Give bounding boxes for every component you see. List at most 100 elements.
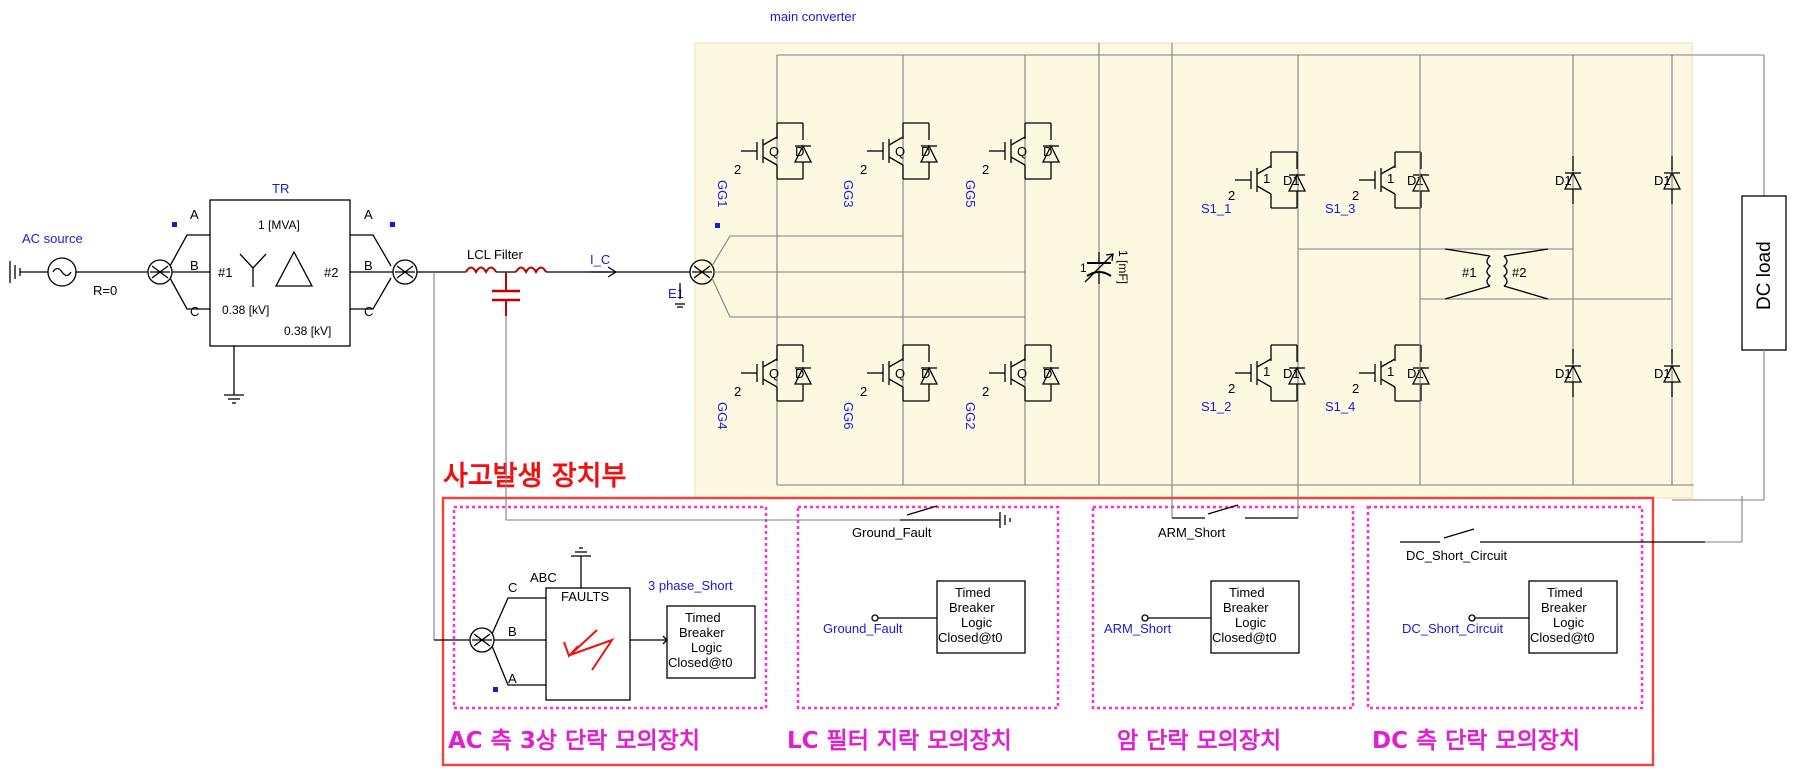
tr-ground-icon <box>224 394 244 404</box>
gate-label: S1_2 <box>1201 399 1231 414</box>
breaker-text: Breaker <box>679 625 725 640</box>
gate-num: 2 <box>982 162 989 177</box>
gate-num: 2 <box>860 384 867 399</box>
dc-load-label: DC load <box>1754 241 1775 310</box>
breaker-text: Logic <box>1553 615 1585 630</box>
abc-label: ABC <box>530 570 557 585</box>
lcl-capacitor-icon <box>492 272 520 316</box>
breaker-text: Timed <box>685 610 721 625</box>
breaker-text: Closed@t0 <box>938 630 1003 645</box>
q-label: Q <box>1017 366 1027 381</box>
d1-label: D1 <box>1283 366 1300 381</box>
gate-num: 2 <box>734 162 741 177</box>
dc-short-breaker-label: DC_Short_Circuit <box>1406 548 1508 563</box>
faults-block <box>545 587 631 701</box>
gate-num: 2 <box>734 384 741 399</box>
cap-value-label: 1 [mF] <box>1116 250 1130 284</box>
bus-splitter-icon <box>147 259 173 285</box>
d-label: D <box>1043 366 1052 381</box>
converter-bus-icon <box>689 259 715 285</box>
phase-a-label: A <box>190 207 199 222</box>
ground-fault-breaker-icon <box>900 505 1011 528</box>
one-label: 1 <box>1263 364 1270 379</box>
fault-section-title: 사고발생 장치부 <box>443 461 626 492</box>
q-label: Q <box>895 144 905 159</box>
ac-fault-box <box>452 505 768 710</box>
gate-label: S1_1 <box>1201 201 1231 216</box>
hf-w2-label: #2 <box>1512 265 1526 280</box>
breaker-text: Timed <box>955 585 991 600</box>
phase-b3-label: B <box>508 624 517 639</box>
one-label: 1 <box>1387 171 1394 186</box>
one-label: 1 <box>1387 364 1394 379</box>
gate-label: GG2 <box>963 402 978 429</box>
arm-fault-box <box>1091 505 1355 710</box>
breaker-text: Logic <box>691 640 723 655</box>
breaker-text: Logic <box>961 615 993 630</box>
gate-label: S1_3 <box>1325 201 1355 216</box>
tr-v2-label: 0.38 [kV] <box>284 324 331 338</box>
dc-breaker-logic <box>1528 580 1618 654</box>
breaker-text: Breaker <box>1541 600 1587 615</box>
lc-fault-box <box>796 505 1060 710</box>
gate-num: 2 <box>1352 188 1359 203</box>
lc-breaker-logic <box>936 580 1026 654</box>
ac-source-label: AC source <box>22 231 83 246</box>
one-label: 1 <box>1263 171 1270 186</box>
d-label: D <box>795 366 804 381</box>
q-label: Q <box>895 366 905 381</box>
arm-short-breaker-icon <box>1172 504 1298 519</box>
d1-label: D1 <box>1555 173 1572 188</box>
tr-w2-label: #2 <box>324 265 338 280</box>
d-label: D <box>795 144 804 159</box>
lcl-filter-label: LCL Filter <box>467 247 524 262</box>
gate-num: 2 <box>860 162 867 177</box>
caption-dc-fault: DC 측 단락 모의장치 <box>1372 728 1580 754</box>
breaker-text: Timed <box>1229 585 1265 600</box>
dc-short-breaker-icon <box>1400 528 1705 543</box>
e1-label: E1 <box>668 286 684 301</box>
d1-label: D1 <box>1555 366 1572 381</box>
gate-num: 2 <box>1228 381 1235 396</box>
dc-fault-box <box>1366 505 1644 710</box>
phase-c-label: C <box>190 304 199 319</box>
fault-lightning-icon <box>563 629 615 671</box>
breaker-text: Breaker <box>1223 600 1269 615</box>
arm-short-breaker-label: ARM_Short <box>1158 525 1226 540</box>
d1-label: D1 <box>1654 173 1671 188</box>
caption-lc-fault: LC 필터 지락 모의장치 <box>787 728 1012 754</box>
dc-capacitor-icon: 1 <box>1080 252 1114 284</box>
phase-c3-label: C <box>508 580 517 595</box>
gate-label: GG1 <box>715 180 730 207</box>
phase-c2-label: C <box>364 304 373 319</box>
dc-load-box <box>1741 195 1787 351</box>
phase-b-label: B <box>190 258 199 273</box>
transformer-rating: 1 [MVA] <box>258 218 300 232</box>
current-arrow-icon <box>590 266 618 278</box>
arm-breaker-logic <box>1210 580 1300 654</box>
transformer-box <box>209 199 351 347</box>
ground-fault-signal-label: Ground_Fault <box>823 621 903 636</box>
fault-bus-icon <box>469 627 495 653</box>
caption-arm-fault: 암 단락 모의장치 <box>1117 728 1281 754</box>
breaker-text: Closed@t0 <box>1212 630 1277 645</box>
gate-num: 2 <box>1352 381 1359 396</box>
bus-joiner-icon <box>392 259 418 285</box>
faults-label: FAULTS <box>561 589 609 604</box>
gate-num: 2 <box>982 384 989 399</box>
d1-label: D1 <box>1407 173 1424 188</box>
d1-label: D1 <box>1654 366 1671 381</box>
r0-label: R=0 <box>93 283 117 298</box>
gate-label: GG3 <box>841 180 856 207</box>
d-label: D <box>921 144 930 159</box>
d-label: D <box>921 366 930 381</box>
phase-a2-label: A <box>364 207 373 222</box>
gate-label: GG6 <box>841 402 856 429</box>
ac-breaker-logic <box>666 605 756 679</box>
breaker-text: Breaker <box>949 600 995 615</box>
d-label: D <box>1043 144 1052 159</box>
current-ic-label: I_C <box>590 252 610 267</box>
d1-label: D1 <box>1407 366 1424 381</box>
cap-plus: 1 <box>1080 261 1087 275</box>
